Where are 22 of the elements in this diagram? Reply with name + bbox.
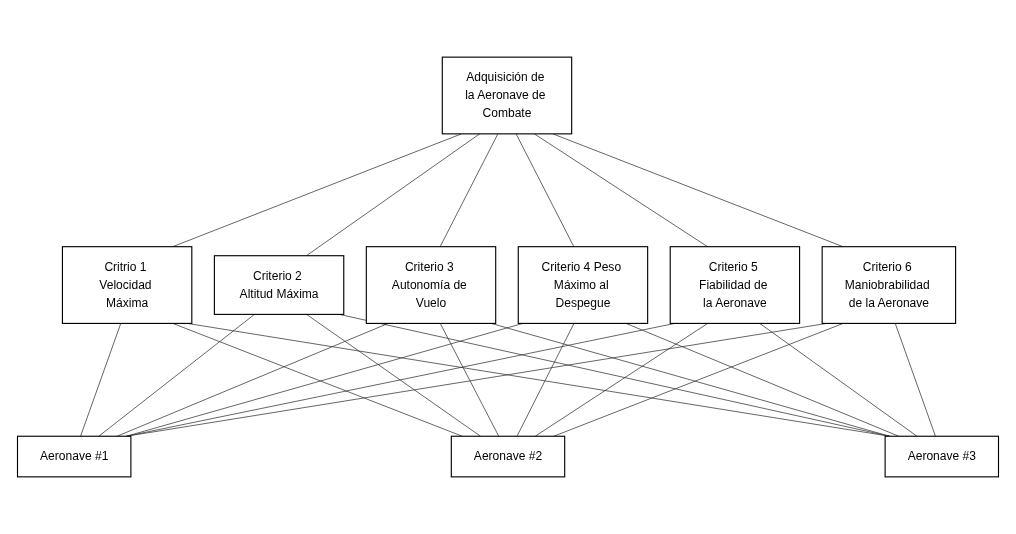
node-box: Aeronave #1 (16, 435, 132, 478)
connector (80, 323, 122, 437)
connector (534, 323, 709, 437)
node-box: Criterio 4 Peso Máximo al Despegue (517, 246, 649, 324)
node-box: Criterio 5 Fiabilidad de la Aeronave (669, 246, 801, 324)
node-box: Aeronave #3 (884, 435, 1000, 478)
node-box: Criterio 3 Autonomía de Vuelo (365, 246, 497, 324)
connector (306, 133, 480, 257)
connector (516, 323, 575, 437)
node-box: Critrio 1 Velocidad Máxima (61, 246, 193, 324)
node-box: Criterio 6 Maniobrabilidad de la Aeronave (821, 246, 957, 324)
node-box: Aeronave #2 (450, 435, 566, 478)
connector (439, 133, 499, 248)
connector (533, 133, 708, 248)
connector (515, 133, 575, 248)
connector (759, 323, 918, 437)
node-box: Adquisición de la Aeronave de Combate (441, 56, 573, 135)
connector (894, 323, 936, 437)
connector (98, 314, 255, 437)
node-box: Criterio 2 Altitud Máxima (213, 255, 345, 315)
connector (306, 314, 481, 437)
connector (439, 323, 500, 437)
